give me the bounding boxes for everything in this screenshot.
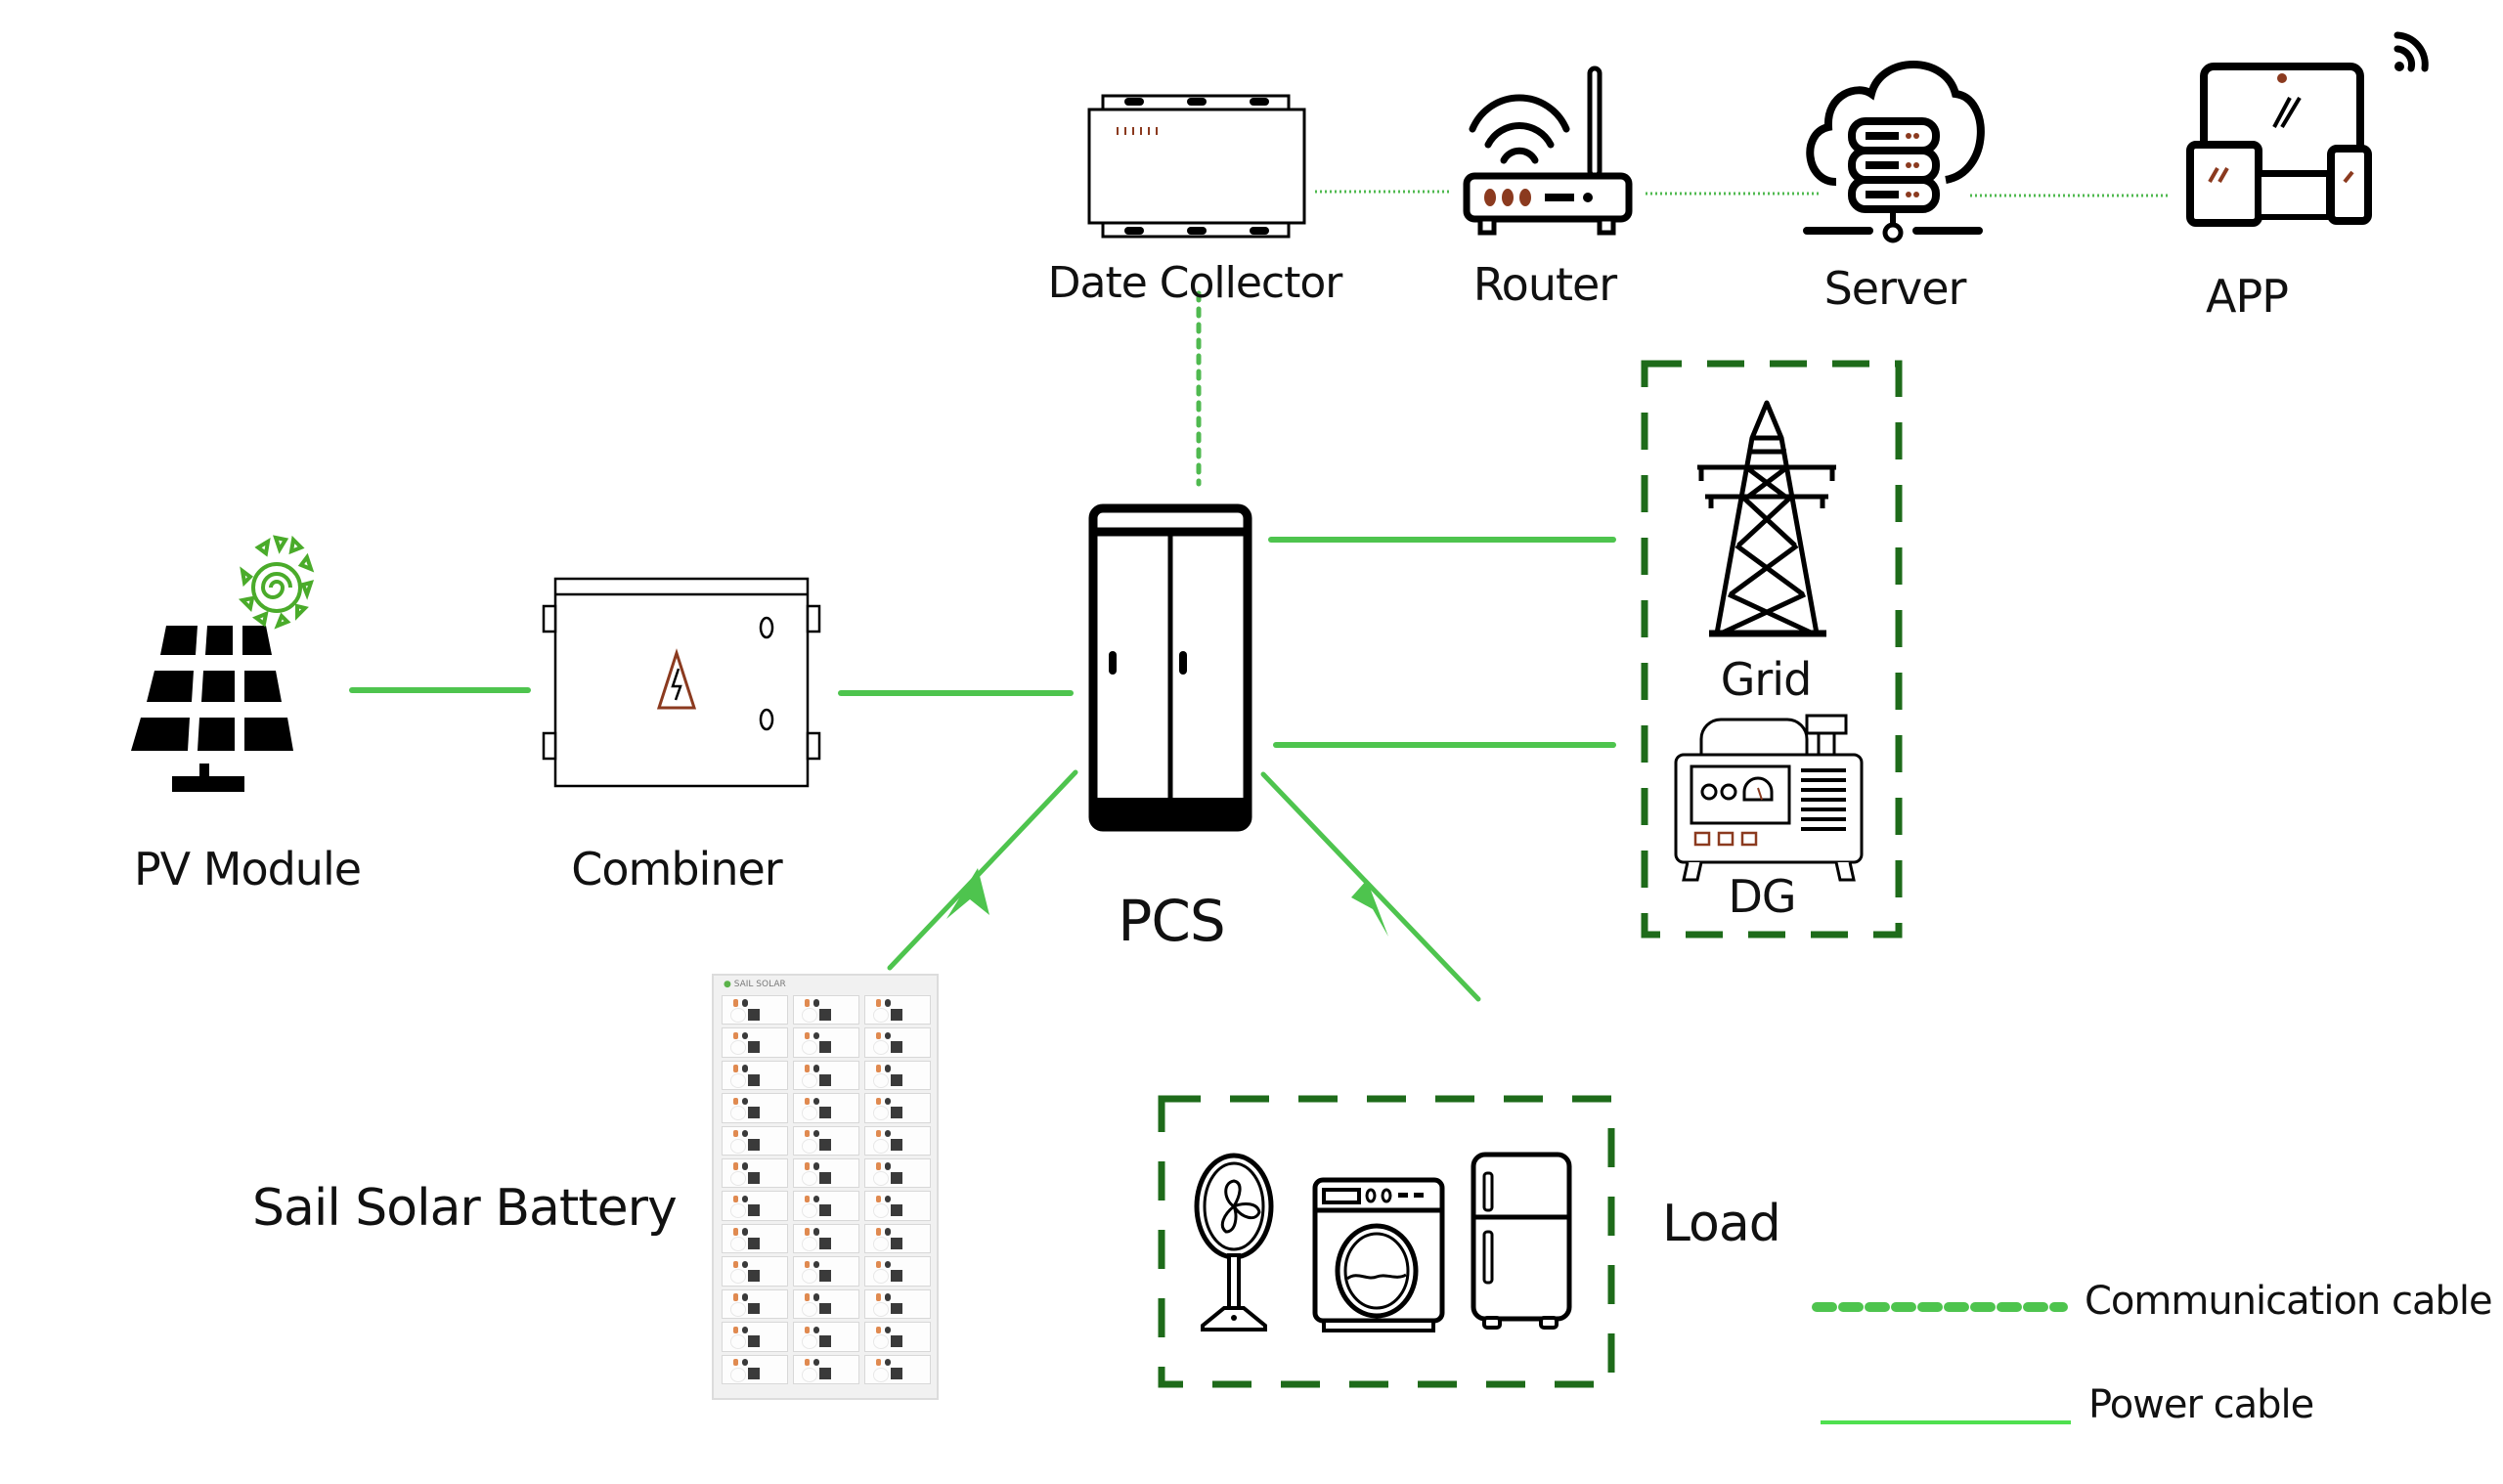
app-label: APP bbox=[2206, 270, 2289, 323]
arrow-head-load bbox=[1351, 880, 1388, 937]
power-line-pcs-load bbox=[1260, 771, 1481, 1002]
battery-module bbox=[722, 995, 788, 1026]
power-line-pcs-battery bbox=[887, 769, 1078, 971]
data-collector[interactable] bbox=[1085, 94, 1308, 239]
router-label: Router bbox=[1472, 258, 1617, 311]
battery-label: Sail Solar Battery bbox=[252, 1179, 678, 1238]
transmission-tower-icon bbox=[1697, 400, 1836, 637]
battery-module bbox=[793, 1125, 859, 1157]
load-label: Load bbox=[1662, 1195, 1781, 1253]
battery-module bbox=[722, 1354, 788, 1384]
dg-label: DG bbox=[1728, 870, 1796, 923]
battery-module bbox=[864, 1060, 931, 1091]
cloud-server-icon bbox=[1803, 61, 1985, 243]
battery-module bbox=[793, 1223, 859, 1254]
data-collector-label: Date Collector bbox=[1047, 258, 1343, 308]
server[interactable] bbox=[1799, 55, 1987, 243]
battery-module bbox=[864, 1288, 931, 1320]
battery-module bbox=[793, 1027, 859, 1058]
fan-icon bbox=[1194, 1153, 1274, 1331]
pcs-label: PCS bbox=[1118, 888, 1225, 954]
battery-brand: ● SAIL SOLAR bbox=[724, 980, 786, 989]
battery-module bbox=[793, 1256, 859, 1287]
battery-module bbox=[793, 1354, 859, 1384]
battery-module bbox=[793, 1288, 859, 1320]
combiner-label: Combiner bbox=[571, 843, 782, 895]
devices-icon bbox=[2186, 31, 2429, 227]
battery-module bbox=[722, 1256, 788, 1287]
warning-triangle-icon bbox=[656, 648, 697, 710]
dg[interactable] bbox=[1674, 714, 1864, 882]
battery-module bbox=[722, 1093, 788, 1123]
battery-module bbox=[793, 1191, 859, 1221]
battery-module bbox=[722, 1125, 788, 1157]
washing-machine[interactable] bbox=[1312, 1177, 1445, 1333]
data-collector-icon bbox=[1087, 94, 1306, 239]
washing-machine-icon bbox=[1312, 1177, 1445, 1332]
battery-module bbox=[722, 1191, 788, 1221]
battery-rack[interactable]: ● SAIL SOLAR bbox=[712, 974, 939, 1400]
battery-module bbox=[722, 1322, 788, 1352]
router[interactable] bbox=[1463, 65, 1635, 237]
battery-module bbox=[793, 1322, 859, 1352]
battery-module bbox=[864, 995, 931, 1026]
legend-communication-label: Communication cable bbox=[2085, 1279, 2493, 1324]
battery-module bbox=[793, 1158, 859, 1189]
router-icon bbox=[1463, 65, 1633, 236]
cabinet-icon bbox=[1088, 503, 1252, 832]
grid-label: Grid bbox=[1720, 653, 1813, 706]
combiner[interactable] bbox=[540, 577, 821, 788]
battery-module bbox=[864, 1354, 931, 1384]
battery-module bbox=[864, 1191, 931, 1221]
combiner-box-icon bbox=[542, 577, 821, 788]
grid[interactable] bbox=[1688, 399, 1846, 639]
sun-icon bbox=[238, 535, 315, 630]
battery-module bbox=[793, 995, 859, 1026]
battery-module bbox=[864, 1256, 931, 1287]
battery-module bbox=[722, 1288, 788, 1320]
wifi-signal-icon bbox=[2393, 31, 2429, 72]
refrigerator[interactable] bbox=[1471, 1152, 1572, 1333]
battery-module bbox=[793, 1093, 859, 1123]
pv-module[interactable] bbox=[127, 528, 401, 792]
app[interactable] bbox=[2184, 29, 2431, 227]
battery-module bbox=[864, 1093, 931, 1123]
battery-module bbox=[722, 1158, 788, 1189]
fan[interactable] bbox=[1194, 1153, 1274, 1331]
communication-lines bbox=[1315, 190, 2171, 197]
arrow-head-battery bbox=[946, 868, 989, 919]
battery-module bbox=[722, 1060, 788, 1091]
battery-module bbox=[864, 1322, 931, 1352]
load-group-box bbox=[1158, 1095, 1615, 1388]
battery-module bbox=[864, 1158, 931, 1189]
pv-module-label: PV Module bbox=[133, 843, 362, 895]
diesel-generator-icon bbox=[1674, 714, 1864, 882]
battery-module bbox=[864, 1125, 931, 1157]
power-lines bbox=[349, 537, 1616, 1002]
refrigerator-icon bbox=[1471, 1152, 1572, 1330]
battery-module bbox=[793, 1060, 859, 1091]
grid-dg-group-box bbox=[1641, 360, 1903, 938]
legend-power-label: Power cable bbox=[2088, 1382, 2314, 1427]
server-label: Server bbox=[1823, 262, 1967, 315]
battery-brand-text: SAIL SOLAR bbox=[733, 980, 786, 989]
battery-module bbox=[722, 1223, 788, 1254]
battery-module bbox=[864, 1027, 931, 1058]
battery-module bbox=[722, 1027, 788, 1058]
battery-module bbox=[864, 1223, 931, 1254]
solar-panel-icon bbox=[131, 535, 315, 792]
pcs[interactable] bbox=[1088, 503, 1252, 832]
